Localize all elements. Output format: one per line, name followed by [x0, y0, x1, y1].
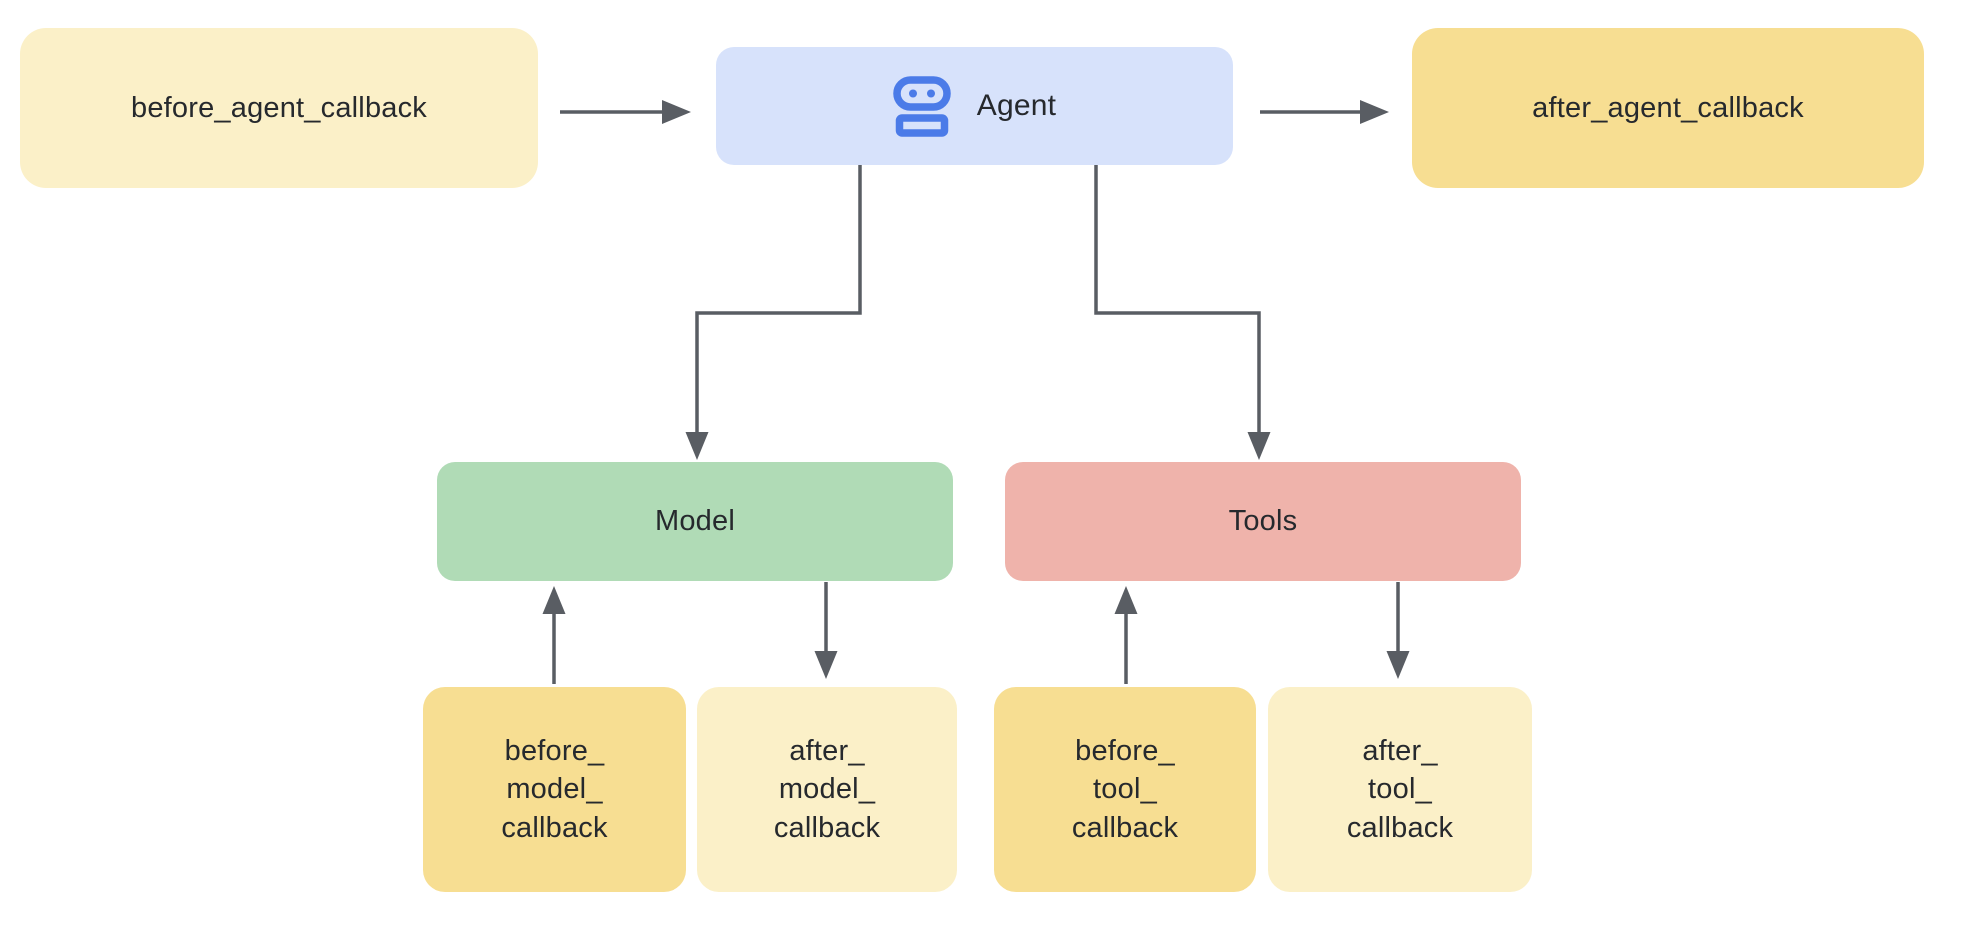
node-after-agent-callback: after_agent_callback	[1412, 28, 1924, 188]
node-before-model-callback: before_ model_ callback	[423, 687, 686, 892]
arrowhead-down	[1247, 432, 1271, 460]
node-label: after_ tool_ callback	[1346, 735, 1454, 844]
robot-eye-right	[926, 89, 935, 97]
node-label: before_agent_callback	[130, 91, 428, 124]
arrow-before-model-to-model	[542, 586, 566, 684]
robot-body	[895, 113, 949, 137]
node-label: after_agent_callback	[1532, 91, 1804, 124]
node-after-tool-callback: after_ tool_ callback	[1268, 687, 1532, 892]
node-label: Tools	[1228, 505, 1298, 538]
node-after-model-callback: after_ model_ callback	[697, 687, 957, 892]
node-label: before_ tool_ callback	[1071, 735, 1179, 844]
arrow-before-tool-to-tools	[1114, 586, 1138, 684]
arrowhead-right	[662, 100, 691, 124]
robot-eye-left	[908, 89, 917, 97]
node-agent: Agent	[716, 47, 1233, 165]
node-label: Agent	[976, 89, 1057, 123]
node-model: Model	[437, 462, 953, 581]
arrowhead-down	[814, 651, 838, 679]
arrowhead-down	[1386, 651, 1410, 679]
arrow-model-to-after-model	[814, 582, 838, 679]
arrow-before-agent-to-agent	[560, 100, 691, 124]
arrowhead-down	[685, 432, 709, 460]
robot-icon	[893, 75, 951, 137]
arrow-tools-to-after-tool	[1386, 582, 1410, 679]
arrowhead-up	[1114, 586, 1138, 614]
robot-head	[893, 75, 951, 111]
node-before-agent-callback: before_agent_callback	[20, 28, 538, 188]
arrow-agent-to-tools	[1094, 165, 1271, 460]
node-label: Model	[655, 505, 735, 538]
arrow-agent-to-after-agent	[1260, 100, 1389, 124]
arrow-agent-to-model	[685, 165, 862, 460]
node-tools: Tools	[1005, 462, 1521, 581]
arrowhead-right	[1360, 100, 1389, 124]
node-label: before_ model_ callback	[501, 735, 608, 844]
arrowhead-up	[542, 586, 566, 614]
node-before-tool-callback: before_ tool_ callback	[994, 687, 1256, 892]
node-label: after_ model_ callback	[773, 735, 881, 844]
